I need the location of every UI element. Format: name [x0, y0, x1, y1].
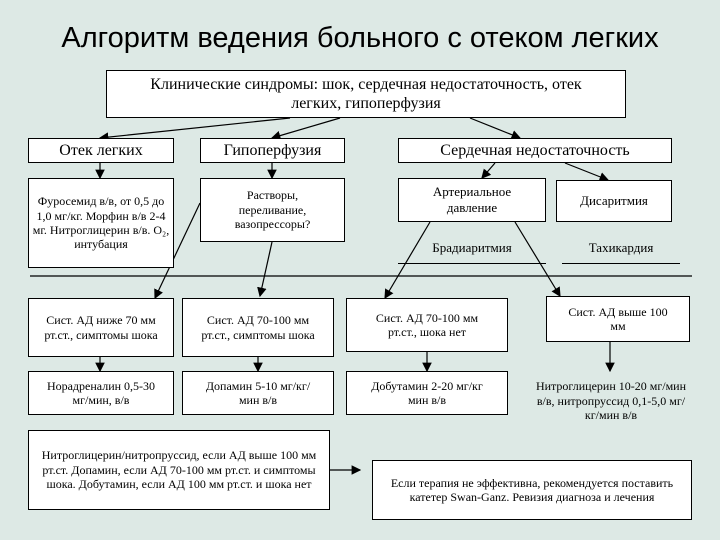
dobutamine-box: Добутамин 2-20 мг/кг мин в/в	[346, 371, 508, 415]
noradrenaline-box: Норадреналин 0,5-30 мг/мин, в/в	[28, 371, 174, 415]
category-edema-box: Отек легких	[28, 138, 174, 163]
bp-70-100-no-shock-box: Сист. АД 70-100 мм рт.ст., шока нет	[346, 298, 508, 352]
dysrhythmia-box: Дисаритмия	[556, 180, 672, 222]
swan-ganz-note-box: Если терапия не эффективна, рекомендуетс…	[372, 460, 692, 520]
category-heart-failure-box: Сердечная недостаточность	[398, 138, 672, 163]
arterial-pressure-box: Артериальное давление	[398, 178, 546, 222]
combined-treatment-note-box: Нитроглицерин/нитропруссид, если АД выше…	[28, 430, 330, 510]
bp-above-100-box: Сист. АД выше 100 мм	[546, 296, 690, 342]
bradyarrhythmia-label: Брадиаритмия	[398, 232, 546, 264]
nitroglycerin-nitroprusside-text: Нитроглицерин 10-20 мг/мин в/в, нитропру…	[535, 379, 687, 423]
bp-70-100-shock-box: Сист. АД 70-100 мм рт.ст., симптомы шока	[182, 298, 334, 357]
tachycardia-label: Тахикардия	[562, 232, 680, 264]
edema-treatment-box: Фуросемид в/в, от 0,5 до 1,0 мг/кг. Морф…	[28, 178, 174, 268]
bp-below-70-box: Сист. АД ниже 70 мм рт.ст., симптомы шок…	[28, 298, 174, 357]
hypoperfusion-treatment-box: Растворы, переливание, вазопрессоры?	[200, 178, 345, 242]
category-hypoperfusion-box: Гипоперфузия	[200, 138, 345, 163]
dopamine-box: Допамин 5-10 мг/кг/мин в/в	[182, 371, 334, 415]
root-syndromes-box: Клинические синдромы: шок, сердечная нед…	[106, 70, 626, 118]
page-title: Алгоритм ведения больного с отеком легки…	[61, 22, 659, 54]
